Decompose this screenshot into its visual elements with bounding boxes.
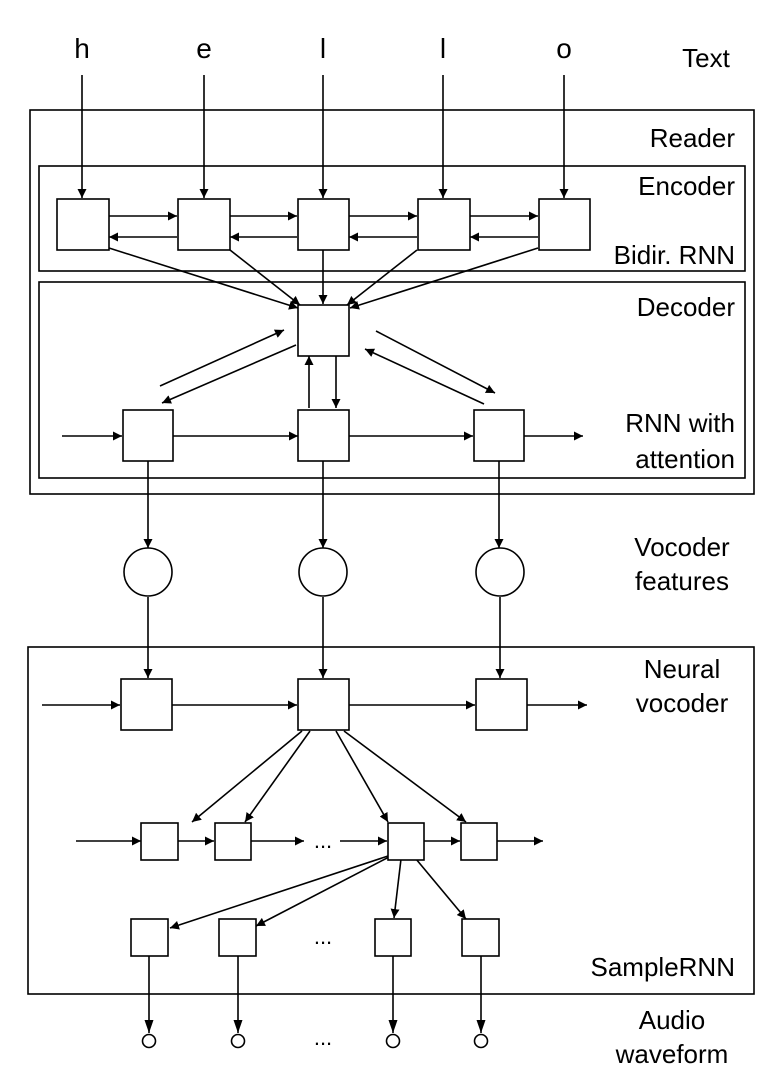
samplernn-frame — [27, 646, 755, 995]
samples-to-waveform-arrows — [144, 956, 486, 1033]
vocoder-feature-3 — [475, 547, 525, 597]
input-arrows — [77, 75, 569, 198]
label-bidir-rnn: Bidir. RNN — [614, 240, 735, 270]
label-encoder: Encoder — [638, 171, 735, 201]
tier2-cell-1 — [140, 822, 179, 861]
vocoder-to-tier2-arrows — [191, 730, 467, 823]
label-neural-vocoder-1: Neural — [644, 654, 721, 684]
waveform-sample-4 — [473, 1033, 489, 1049]
tier2-cell-4 — [460, 822, 498, 861]
encoder-frame — [38, 165, 746, 272]
input-char-l1: l — [320, 33, 326, 64]
encoder-cell-2 — [177, 198, 231, 251]
features-to-vocoder-arrows — [143, 597, 505, 678]
input-char-o: o — [556, 33, 572, 64]
waveform-sample-2 — [230, 1033, 246, 1049]
label-rnn-with: RNN with — [625, 408, 735, 438]
attention-cell — [297, 304, 350, 357]
decoder-cell-1 — [122, 409, 174, 462]
label-samplernn: SampleRNN — [591, 952, 736, 982]
waveform-sample-1 — [141, 1033, 157, 1049]
label-reader: Reader — [650, 123, 736, 153]
input-char-e: e — [196, 33, 212, 64]
encoder-to-attention-arrows — [108, 247, 539, 310]
label-attention: attention — [635, 444, 735, 474]
decoder-cell-3 — [473, 409, 525, 462]
sample-cell-4 — [461, 918, 500, 957]
vocoder-feature-2 — [298, 547, 348, 597]
label-decoder: Decoder — [637, 292, 736, 322]
encoder-cell-1 — [56, 198, 110, 251]
vocoder-frame-cell-1 — [120, 678, 173, 731]
sample-ellipsis: ... — [314, 924, 332, 949]
encoder-cell-3 — [297, 198, 350, 251]
reader-frame — [29, 109, 755, 495]
encoder-cell-4 — [417, 198, 471, 251]
tier2-cell-2 — [214, 822, 252, 861]
waveform-ellipsis: ... — [314, 1025, 332, 1050]
vocoder-frame-cell-3 — [475, 678, 528, 731]
tier2-ellipsis: ... — [314, 828, 332, 853]
tier2-to-samples-arrows — [169, 855, 467, 930]
decoder-to-features-arrows — [143, 461, 504, 548]
label-audio-waveform-1: Audio — [639, 1005, 706, 1035]
decoder-frame — [38, 281, 746, 479]
attention-decoder-arrows — [159, 329, 496, 408]
sample-cell-1 — [130, 918, 169, 957]
label-vocoder-features-1: Vocoder — [634, 532, 730, 562]
label-neural-vocoder-2: vocoder — [636, 688, 729, 718]
vocoder-frame-cell-2 — [297, 678, 350, 731]
decoder-cell-2 — [297, 409, 350, 462]
encoder-cell-5 — [538, 198, 591, 251]
label-text: Text — [682, 43, 730, 73]
label-audio-waveform-2: waveform — [615, 1039, 729, 1069]
encoder-bidir-arrows — [109, 211, 538, 242]
input-char-l2: l — [440, 33, 446, 64]
tier2-cell-3 — [387, 822, 425, 861]
sample-cell-3 — [374, 918, 412, 957]
label-vocoder-features-2: features — [635, 566, 729, 596]
vocoder-feature-1 — [123, 547, 173, 597]
input-char-h: h — [74, 33, 90, 64]
waveform-sample-3 — [385, 1033, 401, 1049]
sample-cell-2 — [218, 918, 257, 957]
